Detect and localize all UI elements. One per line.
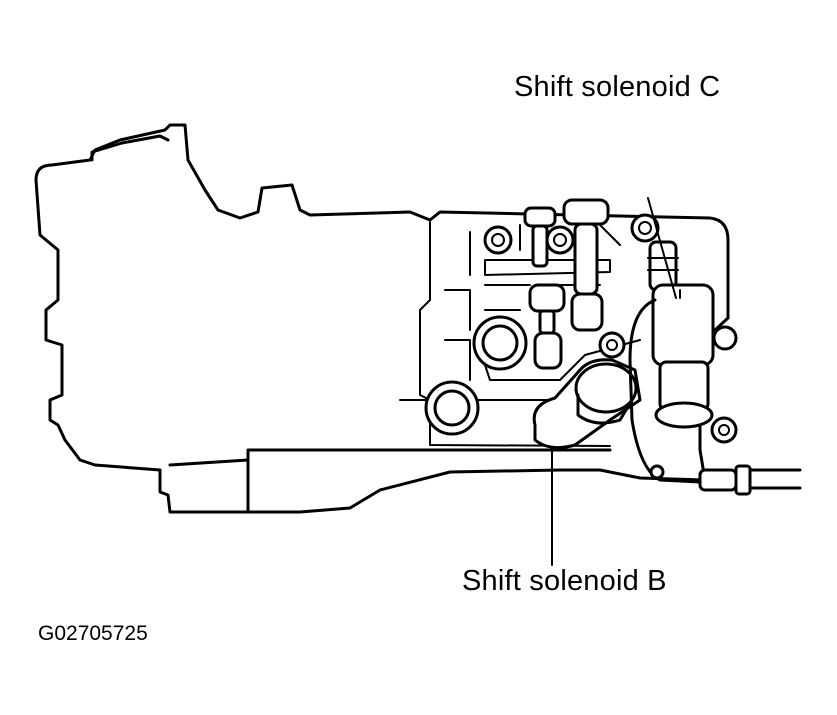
wire-clamp (649, 464, 665, 480)
shift-solenoid-c (647, 240, 715, 429)
connector (698, 468, 738, 492)
oil-pan-line (168, 448, 612, 512)
label-shift-solenoid-b: Shift solenoid B (462, 565, 667, 597)
leader-line-solenoid-c (647, 197, 677, 299)
figure-id: G02705725 (38, 622, 148, 645)
fluid-ports (424, 315, 528, 436)
connector-clip (734, 464, 752, 496)
transmission-case-outline (34, 123, 730, 514)
valve-body-plate (399, 221, 611, 447)
label-shift-solenoid-c: Shift solenoid C (514, 71, 721, 103)
shift-solenoid-b (574, 362, 638, 425)
case-upper-bump (90, 134, 170, 162)
spool-valves (523, 198, 610, 370)
